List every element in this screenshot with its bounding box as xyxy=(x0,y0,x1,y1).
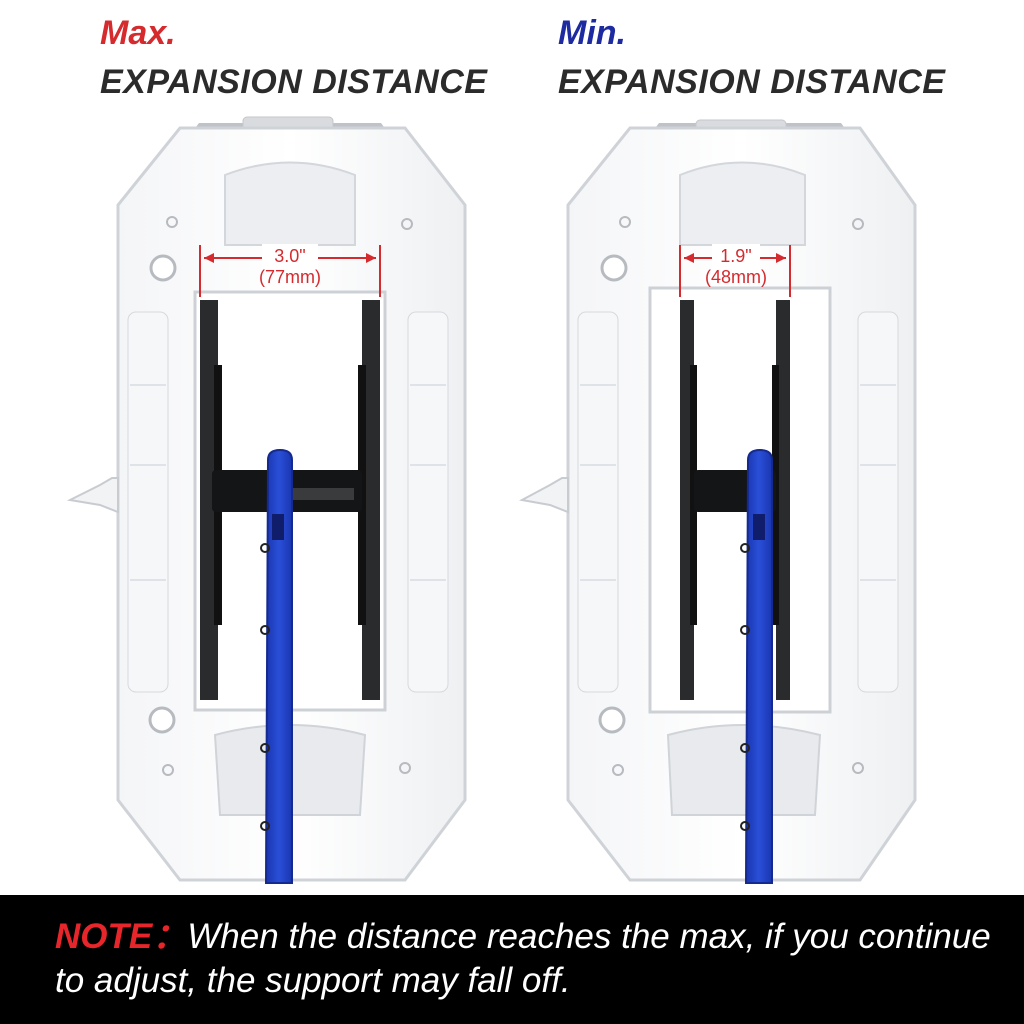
max-tag: Max. xyxy=(100,14,176,52)
max-title: EXPANSION DISTANCE xyxy=(100,63,488,101)
caliper-illustrations: 3.0" (77mm) xyxy=(66,116,917,884)
min-title: EXPANSION DISTANCE xyxy=(558,63,946,101)
note-label: NOTE： xyxy=(55,917,188,956)
max-header: Max. EXPANSION DISTANCE xyxy=(100,14,487,104)
min-tag: Min. xyxy=(558,14,626,52)
dim-left: 3.0" (77mm) xyxy=(199,244,381,297)
caliper-left: 3.0" (77mm) xyxy=(66,116,467,884)
note-body: When the distance reaches the max, if yo… xyxy=(55,917,991,1000)
caliper-right: 1.9" (48mm) xyxy=(518,119,917,884)
dim-right-inch: 1.9" xyxy=(720,246,751,266)
dim-left-mm: (77mm) xyxy=(259,267,321,287)
dim-left-inch: 3.0" xyxy=(274,246,305,266)
dim-right-mm: (48mm) xyxy=(705,267,767,287)
dim-right: 1.9" (48mm) xyxy=(679,244,791,297)
min-header: Min. EXPANSION DISTANCE xyxy=(558,14,945,104)
note-banner xyxy=(0,895,1024,1024)
note-text: NOTE：When the distance reaches the max, … xyxy=(55,915,1015,1003)
